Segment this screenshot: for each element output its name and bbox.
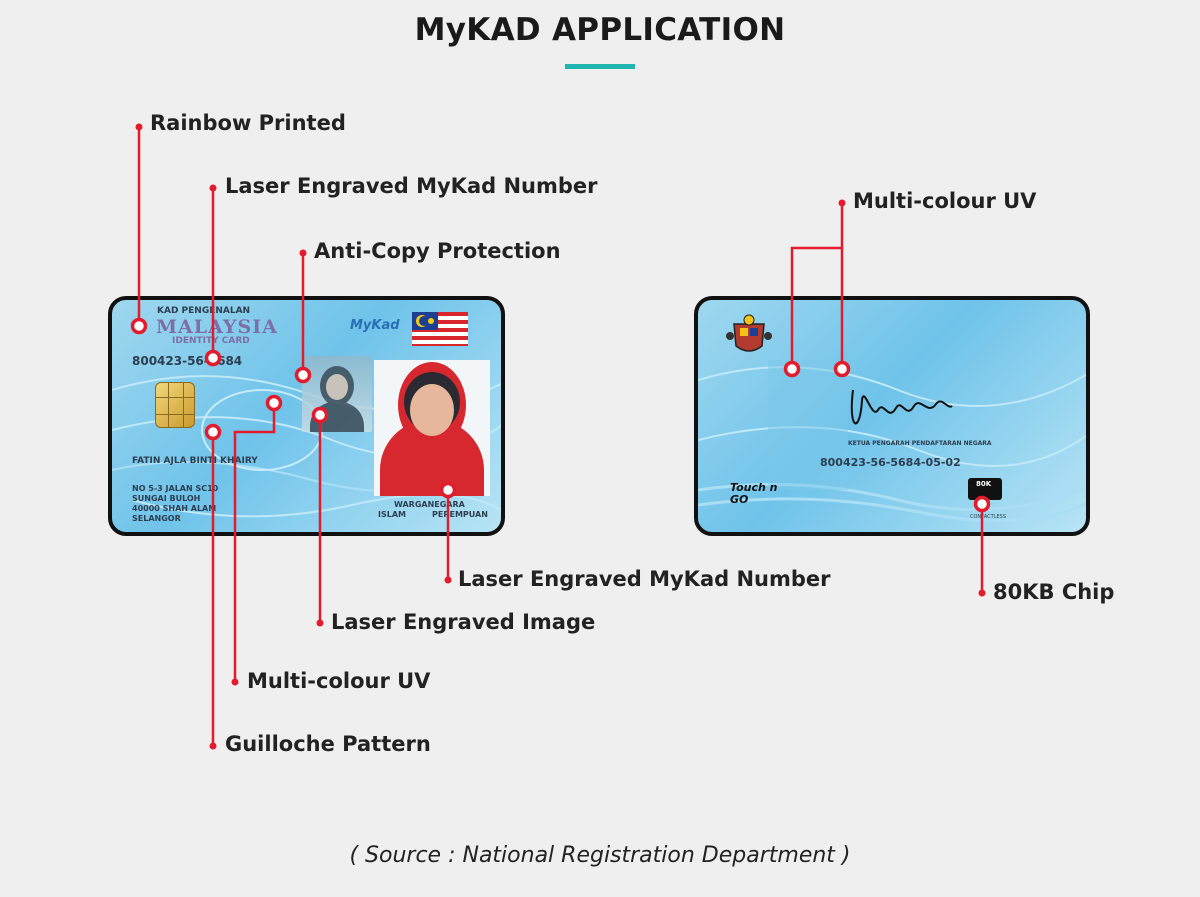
card-holder-name: FATIN AJLA BINTI KHAIRY bbox=[132, 456, 258, 466]
card-gender: PEREMPUAN bbox=[432, 510, 488, 519]
callout-chip: 80KB Chip bbox=[993, 580, 1115, 604]
callout-multi-uv-back: Multi-colour UV bbox=[853, 189, 1037, 213]
holder-photo bbox=[374, 360, 490, 496]
card-address-line-2: SUNGAI BULOH bbox=[132, 494, 201, 503]
callout-guilloche: Guilloche Pattern bbox=[225, 732, 431, 756]
card-identity: IDENTITY CARD bbox=[172, 336, 250, 346]
page-title: MyKAD APPLICATION bbox=[414, 12, 786, 48]
mykad-logo: MyKad bbox=[350, 318, 400, 333]
card-address-line-3: 40000 SHAH ALAM bbox=[132, 504, 217, 513]
back-card: KETUA PENGARAH PENDAFTARAN NEGARA 800423… bbox=[694, 296, 1090, 536]
back-card-number: 800423-56-5684-05-02 bbox=[820, 456, 961, 469]
front-card: KAD PENGENALAN MALAYSIA IDENTITY CARD My… bbox=[108, 296, 505, 536]
callout-laser-number-bottom: Laser Engraved MyKad Number bbox=[458, 567, 831, 591]
card-address-line-4: SELANGOR bbox=[132, 514, 181, 523]
callout-rainbow-printed: Rainbow Printed bbox=[150, 111, 346, 135]
chip-icon bbox=[155, 382, 195, 428]
coat-of-arms-icon bbox=[726, 314, 772, 352]
title-underline bbox=[565, 64, 635, 69]
back-guilloche-pattern bbox=[698, 360, 1086, 523]
signature-caption: KETUA PENGARAH PENDAFTARAN NEGARA bbox=[848, 440, 992, 447]
touchngo-logo: Touch n GO bbox=[730, 481, 778, 506]
card-citizenship: WARGANEGARA bbox=[394, 500, 465, 509]
malaysia-flag-icon bbox=[412, 312, 468, 346]
card-religion: ISLAM bbox=[378, 510, 406, 519]
contactless-chip-icon: 80K bbox=[968, 478, 1002, 500]
callout-multi-uv-front: Multi-colour UV bbox=[247, 669, 431, 693]
card-address-line-1: NO 5-3 JALAN SC10 bbox=[132, 484, 219, 493]
chip-caption: CONTACTLESS bbox=[970, 514, 1007, 520]
chip-label: 80K bbox=[976, 480, 992, 488]
card-country: MALAYSIA bbox=[156, 316, 278, 338]
callout-anti-copy: Anti-Copy Protection bbox=[314, 239, 561, 263]
card-header-line: KAD PENGENALAN bbox=[157, 306, 251, 316]
source-caption: ( Source : National Registration Departm… bbox=[349, 843, 851, 868]
callout-laser-number-top: Laser Engraved MyKad Number bbox=[225, 174, 598, 198]
signature-icon bbox=[850, 389, 953, 425]
callout-laser-image: Laser Engraved Image bbox=[331, 610, 596, 634]
